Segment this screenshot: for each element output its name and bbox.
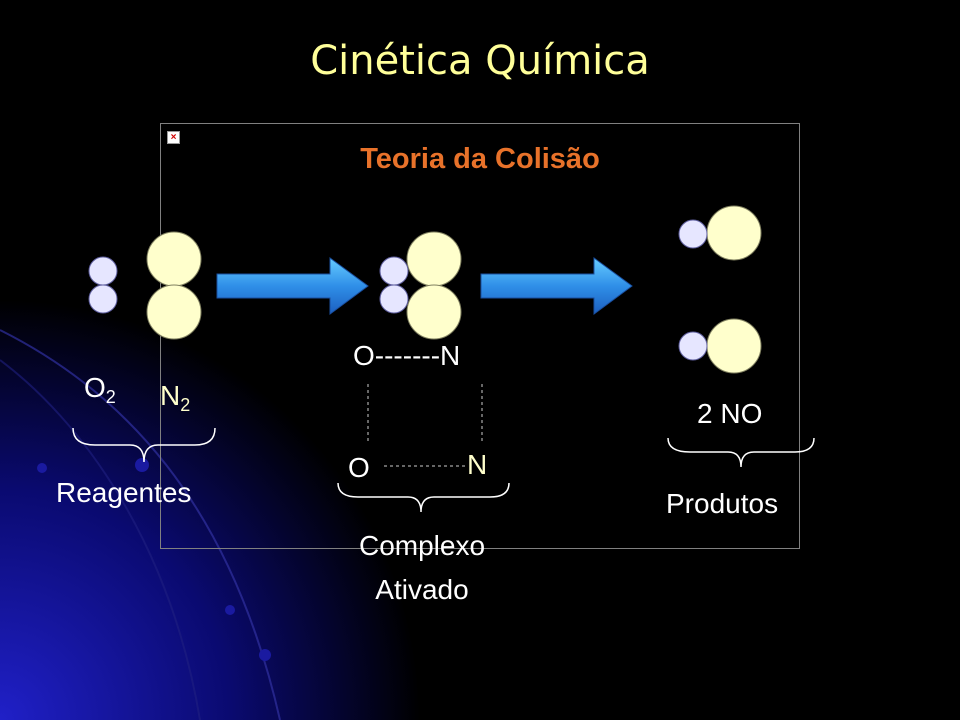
slide-title: Cinética Química	[310, 38, 650, 84]
oxygen-atom	[379, 284, 409, 314]
nitrogen-atom	[406, 284, 462, 340]
nitrogen-atom	[146, 231, 202, 287]
complex-oxygen-label: O	[348, 452, 370, 483]
no-molecule	[678, 318, 762, 374]
nitrogen-atom	[406, 231, 462, 287]
complex-bond-label: O-------N	[353, 340, 461, 371]
o2-molecule	[88, 256, 118, 314]
decorative-dot	[37, 463, 47, 473]
oxygen-atom	[379, 256, 409, 286]
reaction-arrow-icon	[216, 257, 369, 315]
n2-label: N2	[160, 380, 191, 415]
oxygen-atom	[678, 331, 708, 361]
complex-nitrogen-label: N	[467, 449, 488, 480]
oxygen-atom	[88, 284, 118, 314]
n2-molecule	[146, 231, 202, 340]
produtos-brace	[667, 437, 815, 468]
complexo-label: Complexo	[358, 530, 486, 561]
broken-image-icon: ×	[167, 131, 180, 144]
no-molecule	[678, 205, 762, 261]
reaction-arrow-icon	[480, 257, 633, 315]
decorative-dot	[135, 458, 149, 472]
decorative-curve	[0, 359, 201, 720]
diagram-frame	[160, 123, 800, 549]
slide-subtitle: Teoria da Colisão	[360, 143, 600, 175]
nitrogen-atom	[146, 284, 202, 340]
reagentes-brace	[72, 427, 216, 463]
ativado-label: Ativado	[375, 574, 469, 605]
nitrogen-atom	[706, 318, 762, 374]
oxygen-atom	[88, 256, 118, 286]
complexo-brace	[337, 482, 510, 513]
reagentes-label: Reagentes	[56, 477, 192, 508]
nitrogen-atom	[706, 205, 762, 261]
o2-label: O2	[84, 372, 116, 407]
decorative-dot	[259, 649, 271, 661]
activated-complex-molecule	[379, 231, 462, 340]
produtos-label: Produtos	[666, 488, 779, 519]
decorative-dot	[225, 605, 235, 615]
decorative-curve	[0, 329, 281, 720]
oxygen-atom	[678, 219, 708, 249]
product-label: 2 NO	[697, 398, 763, 429]
